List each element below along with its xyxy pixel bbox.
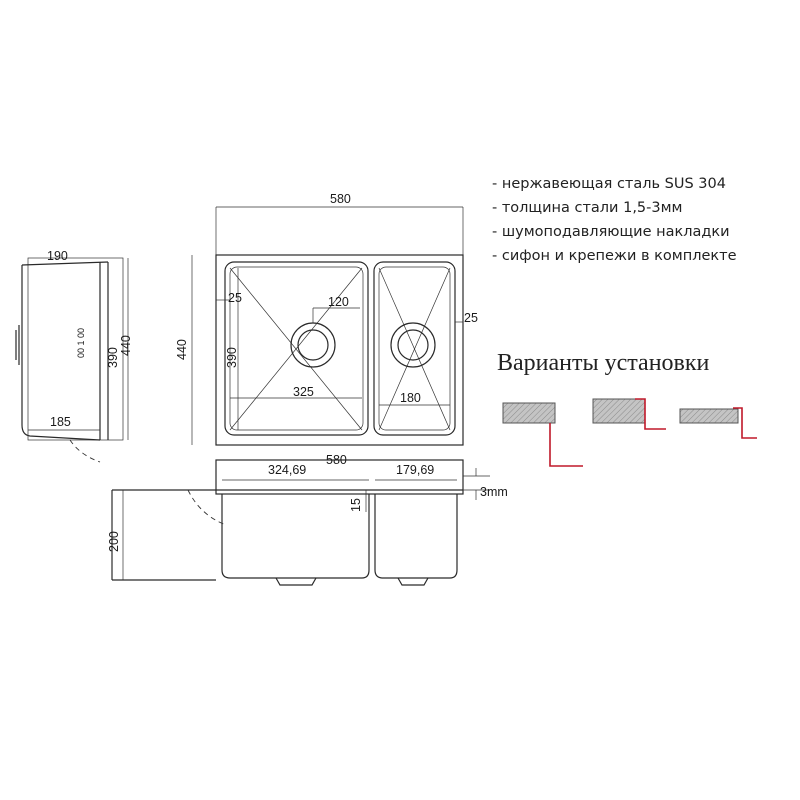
install-variants-title: Варианты установки xyxy=(497,350,710,376)
margin-left-label: 25 xyxy=(228,291,242,305)
large-bowl xyxy=(224,261,369,436)
side-height-inner-label: 390 xyxy=(106,347,120,368)
top-height-label: 440 xyxy=(175,339,189,360)
front-view xyxy=(111,459,490,586)
spec-list: - нержавеющая сталь SUS 304 - толщина ст… xyxy=(492,172,737,268)
top-width-label: 580 xyxy=(330,192,351,206)
bowl-height-label: 390 xyxy=(225,347,239,368)
side-bowl-profile xyxy=(21,265,101,441)
spec-item: - нержавеющая сталь SUS 304 xyxy=(492,176,726,192)
rim-outline xyxy=(215,459,464,495)
top-view xyxy=(191,206,464,446)
small-bowl-width-label: 180 xyxy=(400,391,421,405)
install-variant-flush xyxy=(592,398,666,430)
side-depth-label: 185 xyxy=(50,415,71,429)
small-drain xyxy=(390,322,436,368)
spec-item: - сифон и крепежи в комплекте xyxy=(492,248,737,264)
front-drain-arc xyxy=(187,489,227,526)
bowl-depth-label: 200 xyxy=(107,531,121,552)
margin-right-label: 25 xyxy=(464,311,478,325)
side-center-mark: 00 1 00 xyxy=(76,328,86,358)
side-width-label: 190 xyxy=(47,249,68,263)
front-total-width-label: 580 xyxy=(326,453,347,467)
side-height-outer-label: 440 xyxy=(119,335,133,356)
install-variant-overmount xyxy=(679,407,757,439)
spec-item: - толщина стали 1,5-3мм xyxy=(492,200,683,216)
small-bowl xyxy=(373,261,456,436)
spec-item: - шумоподавляющие накладки xyxy=(492,224,730,240)
install-variant-undermount xyxy=(502,402,583,467)
side-view xyxy=(15,257,129,463)
sink-outline xyxy=(215,254,464,446)
small-bowl-section xyxy=(374,494,458,579)
large-bowl-width-label: 325 xyxy=(293,385,314,399)
rim-depth-label: 15 xyxy=(349,498,363,512)
front-large-width-label: 324,69 xyxy=(268,463,306,477)
sheet-thickness-label: 3mm xyxy=(480,485,508,499)
side-drain-arc xyxy=(69,439,101,463)
front-small-width-label: 179,69 xyxy=(396,463,434,477)
large-bowl-section xyxy=(221,494,370,579)
drain-offset-label: 120 xyxy=(328,295,349,309)
